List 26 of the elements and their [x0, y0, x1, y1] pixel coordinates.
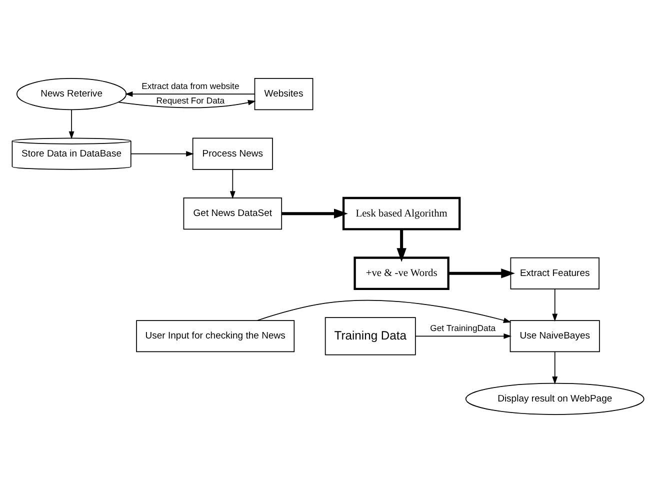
node-box: Process News	[192, 137, 273, 170]
arrow	[448, 268, 516, 278]
node-box: +ve & -ve Words	[354, 256, 450, 290]
edge-label: Get TrainingData	[430, 322, 496, 332]
arrow	[396, 228, 406, 262]
edge-label: Extract data from website	[142, 80, 240, 90]
node-box: Get News DataSet	[183, 197, 282, 230]
edge-label: Request For Data	[156, 95, 225, 106]
arrow	[415, 332, 512, 338]
arrow	[282, 208, 348, 218]
arrow	[230, 168, 236, 198]
arrow	[552, 350, 558, 384]
arrow	[68, 108, 74, 139]
node-box: Websites	[254, 78, 314, 110]
arrow	[118, 99, 256, 108]
node-box: User Input for checking the News	[136, 320, 295, 352]
node-box: Lesk based Algorithm	[342, 196, 461, 230]
arrow	[130, 150, 194, 156]
node-box: Training Data	[324, 316, 416, 355]
arrow	[124, 90, 256, 96]
node-ellipse: Display result on WebPage	[465, 382, 644, 414]
node-ellipse: News Reterive	[16, 78, 127, 110]
node-box: Use NaiveBayes	[510, 320, 600, 352]
node-box: Extract Features	[510, 256, 600, 289]
arrow	[256, 299, 512, 322]
arrow	[552, 288, 558, 322]
